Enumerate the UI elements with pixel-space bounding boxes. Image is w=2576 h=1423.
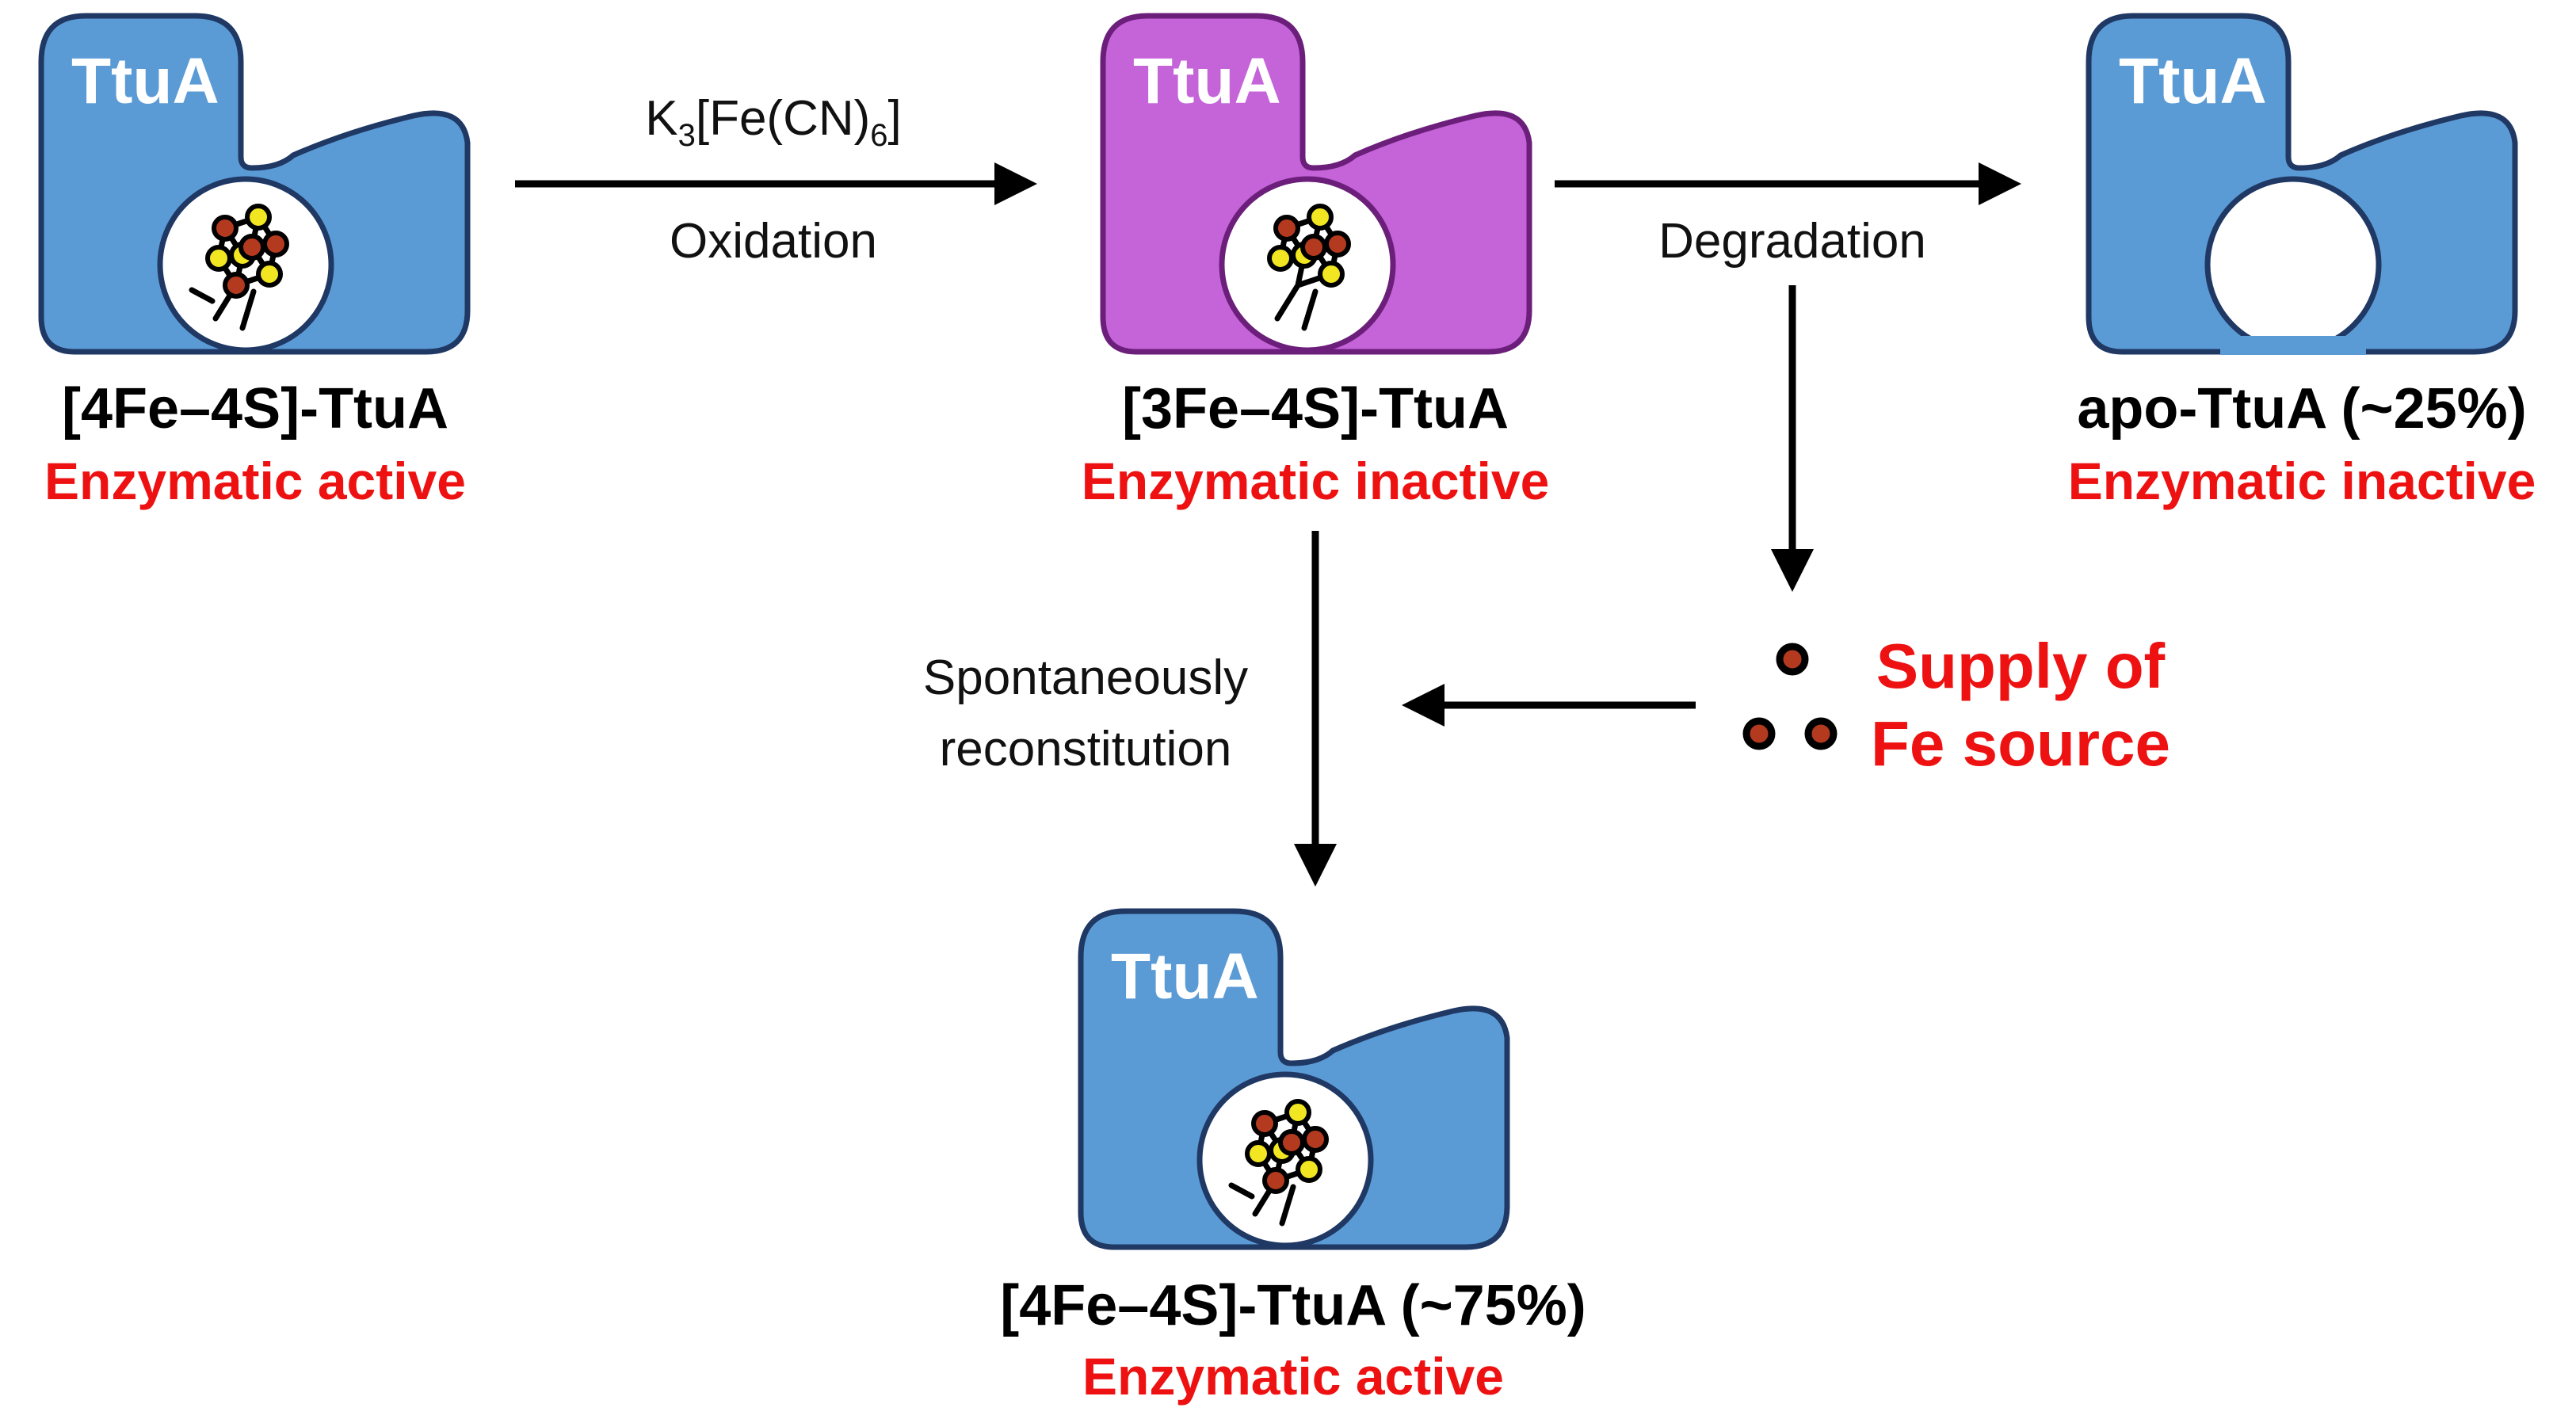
- reconstitution-label-line2: reconstitution: [940, 722, 1232, 776]
- protein-3fe4s-oxidized: TtuA: [1100, 13, 1532, 355]
- protein-4fe4s-initial: TtuA: [38, 13, 471, 355]
- degradation-label: Degradation: [1658, 214, 1926, 269]
- fe-supply-line1: Supply of: [1876, 631, 2166, 701]
- state-name-initial: [4Fe–4S]-TtuA: [62, 377, 448, 441]
- state-activity-initial: Enzymatic active: [44, 452, 466, 510]
- protein-apo: TtuA: [2086, 13, 2518, 355]
- oxidation-label: Oxidation: [670, 214, 877, 269]
- state-activity-oxidized: Enzymatic inactive: [1082, 452, 1550, 510]
- state-name-apo: apo-TtuA (~25%): [2077, 377, 2526, 441]
- fe-supply-line2: Fe source: [1871, 708, 2170, 779]
- oxidant-reagent-label: K3[Fe(CN)6]: [645, 91, 902, 153]
- protein-label: TtuA: [2119, 45, 2267, 117]
- protein-label: TtuA: [1133, 45, 1281, 117]
- protein-label: TtuA: [1111, 940, 1259, 1013]
- state-activity-apo: Enzymatic inactive: [2068, 452, 2536, 510]
- fe-source-icon: [1742, 643, 1838, 750]
- state-name-oxidized: [3Fe–4S]-TtuA: [1122, 377, 1509, 441]
- state-name-reconstituted: [4Fe–4S]-TtuA (~75%): [1000, 1274, 1586, 1337]
- protein-label: TtuA: [71, 45, 219, 117]
- state-activity-reconstituted: Enzymatic active: [1082, 1347, 1504, 1406]
- reconstitution-label-line1: Spontaneously: [923, 650, 1248, 705]
- protein-4fe4s-reconstituted: TtuA: [1078, 908, 1510, 1250]
